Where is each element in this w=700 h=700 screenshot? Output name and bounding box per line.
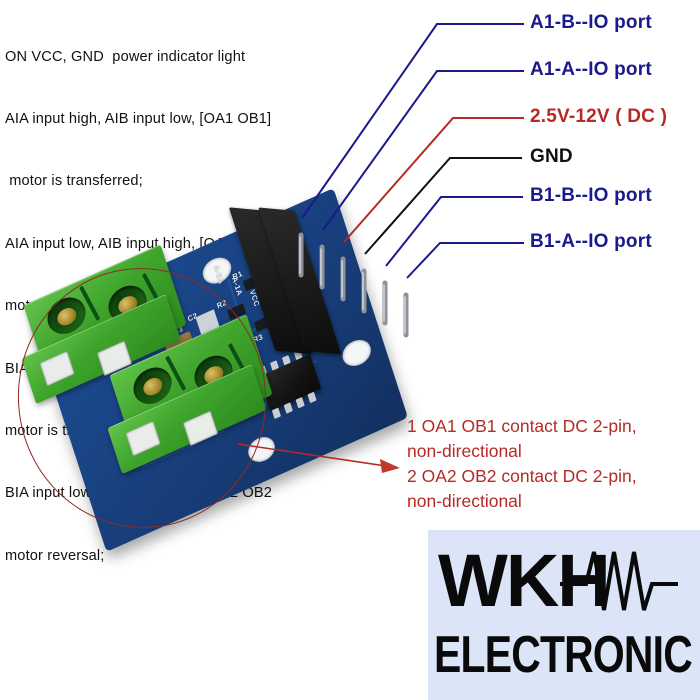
pin-label-a1a: A1-A--IO port xyxy=(530,59,652,80)
mounting-hole xyxy=(339,335,375,371)
logo-top-row: WKH xyxy=(438,544,678,618)
logo-sub-text: ELECTRONIC xyxy=(434,626,692,682)
brand-logo: WKH ELECTRONIC xyxy=(428,530,700,700)
callout-line: non-directional xyxy=(407,441,522,461)
instruction-line: motor reversal; xyxy=(5,547,105,564)
pcb-photo: B-1A B-2A GND VCC A-1A A-2A R1 R2 R3 R5 … xyxy=(0,188,460,585)
callout-line: 2 OA2 OB2 contact DC 2-pin, xyxy=(407,466,637,486)
instruction-line: AIA input high, AIB input low, [OA1 OB1] xyxy=(5,110,272,127)
callout-text-block: 1 OA1 OB1 contact DC 2-pin, non-directio… xyxy=(407,414,637,514)
logo-brand-text: WKH xyxy=(438,544,609,618)
pin-label-b1b: B1-B--IO port xyxy=(530,185,652,206)
logo-bottom-row: ELECTRONIC xyxy=(434,626,693,682)
pin-label-vcc: 2.5V-12V ( DC ) xyxy=(530,106,668,127)
silk-label: R1 xyxy=(231,268,244,282)
instruction-line: motor is transferred; xyxy=(5,173,143,190)
pin-label-b1a: B1-A--IO port xyxy=(530,231,652,252)
mounting-hole xyxy=(245,432,278,467)
pin-label-a1b: A1-B--IO port xyxy=(530,12,652,33)
instruction-line: ON VCC, GND power indicator light xyxy=(5,48,246,65)
callout-line: 1 OA1 OB1 contact DC 2-pin, xyxy=(407,416,637,436)
pin-label-gnd: GND xyxy=(530,146,573,167)
leader-line-a1a xyxy=(322,70,524,231)
resistor-symbol-icon xyxy=(560,551,678,611)
silk-label: R2 xyxy=(215,297,228,311)
callout-line: non-directional xyxy=(407,491,522,511)
